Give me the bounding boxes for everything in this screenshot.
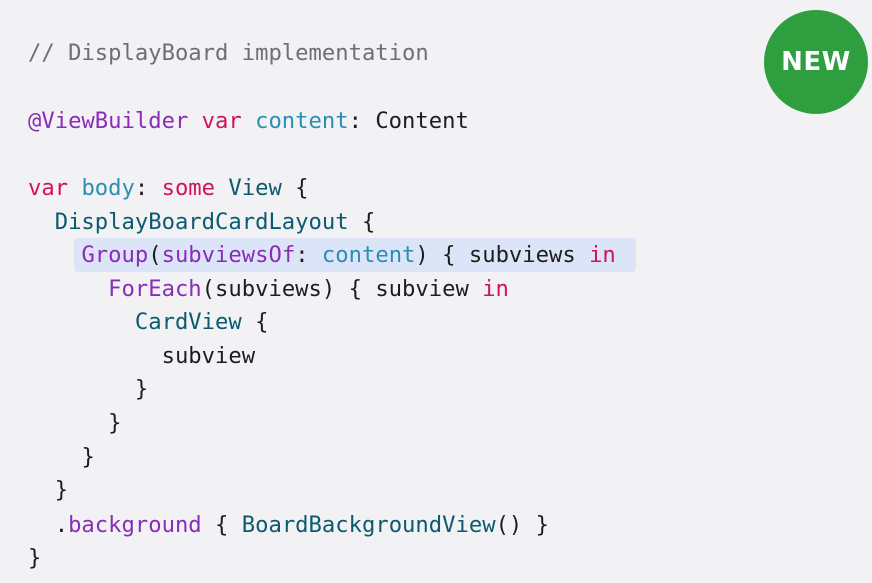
code-line-close-group: } (28, 440, 95, 474)
indent (28, 343, 162, 369)
indent (28, 309, 135, 335)
new-badge-label: NEW (781, 47, 851, 77)
close-brace: } (134, 376, 149, 402)
background-method: background (68, 512, 202, 538)
subview-identifier: subview (161, 343, 256, 369)
var-keyword: var (28, 175, 69, 201)
closure-open: { (201, 512, 242, 538)
board-background-view-type: BoardBackgroundView (241, 512, 496, 538)
code-line-content-property: @ViewBuilder var content: Content (28, 104, 469, 138)
subviewsof-label: subviewsOf (161, 242, 296, 268)
space (188, 108, 201, 134)
indent (28, 444, 81, 470)
comment-text: // DisplayBoard implementation (28, 40, 429, 66)
code-line-close-foreach: } (28, 406, 122, 440)
space (68, 175, 81, 201)
code-line-group: Group(subviewsOf: content) { subviews in (28, 238, 616, 272)
content-type: Content (375, 108, 469, 134)
code-line-cardview: CardView { (28, 305, 269, 339)
group-type: Group (81, 242, 149, 268)
body-identifier: body (81, 175, 135, 201)
close-brace: } (81, 444, 95, 470)
closure-head: ) { subviews (415, 242, 590, 268)
code-line-comment: // DisplayBoard implementation (28, 36, 429, 70)
indent (28, 242, 81, 268)
space (242, 108, 255, 134)
indent (28, 512, 55, 538)
indent (28, 209, 55, 235)
code-line-close-cardview: } (28, 372, 148, 406)
code-line-background: .background { BoardBackgroundView() } (28, 508, 549, 542)
view-type: View (228, 175, 282, 201)
some-keyword: some (161, 175, 216, 201)
colon: : (348, 108, 376, 134)
closure-head: (subviews) { subview (201, 276, 483, 302)
indent (28, 410, 108, 436)
cardview-type: CardView (134, 309, 242, 335)
new-badge: NEW (764, 10, 868, 114)
colon: : (295, 242, 322, 268)
content-argument: content (321, 242, 416, 268)
card-layout-type: DisplayBoardCardLayout (54, 209, 349, 235)
indent (28, 376, 135, 402)
code-line-close-layout: } (28, 473, 68, 507)
colon: : (134, 175, 162, 201)
close-brace: } (28, 545, 42, 571)
code-line-foreach: ForEach(subviews) { subview in (28, 272, 509, 306)
in-keyword: in (589, 242, 616, 268)
paren: ( (148, 242, 162, 268)
closure-close: () } (495, 512, 549, 538)
open-brace: { (348, 209, 376, 235)
in-keyword: in (482, 276, 509, 302)
foreach-type: ForEach (108, 276, 202, 302)
var-keyword: var (201, 108, 242, 134)
code-line-subview: subview (28, 339, 256, 373)
content-identifier: content (255, 108, 349, 134)
dot: . (54, 512, 69, 538)
indent (28, 276, 108, 302)
space (215, 175, 228, 201)
indent (28, 477, 55, 503)
highlighted-line (74, 238, 636, 272)
code-line-card-layout: DisplayBoardCardLayout { (28, 205, 376, 239)
close-brace: } (108, 410, 122, 436)
open-brace: { (281, 175, 309, 201)
close-brace: } (54, 477, 69, 503)
open-brace: { (241, 309, 269, 335)
code-line-close-body: } (28, 541, 41, 575)
code-line-body: var body: some View { (28, 171, 309, 205)
viewbuilder-attribute: @ViewBuilder (28, 108, 189, 134)
